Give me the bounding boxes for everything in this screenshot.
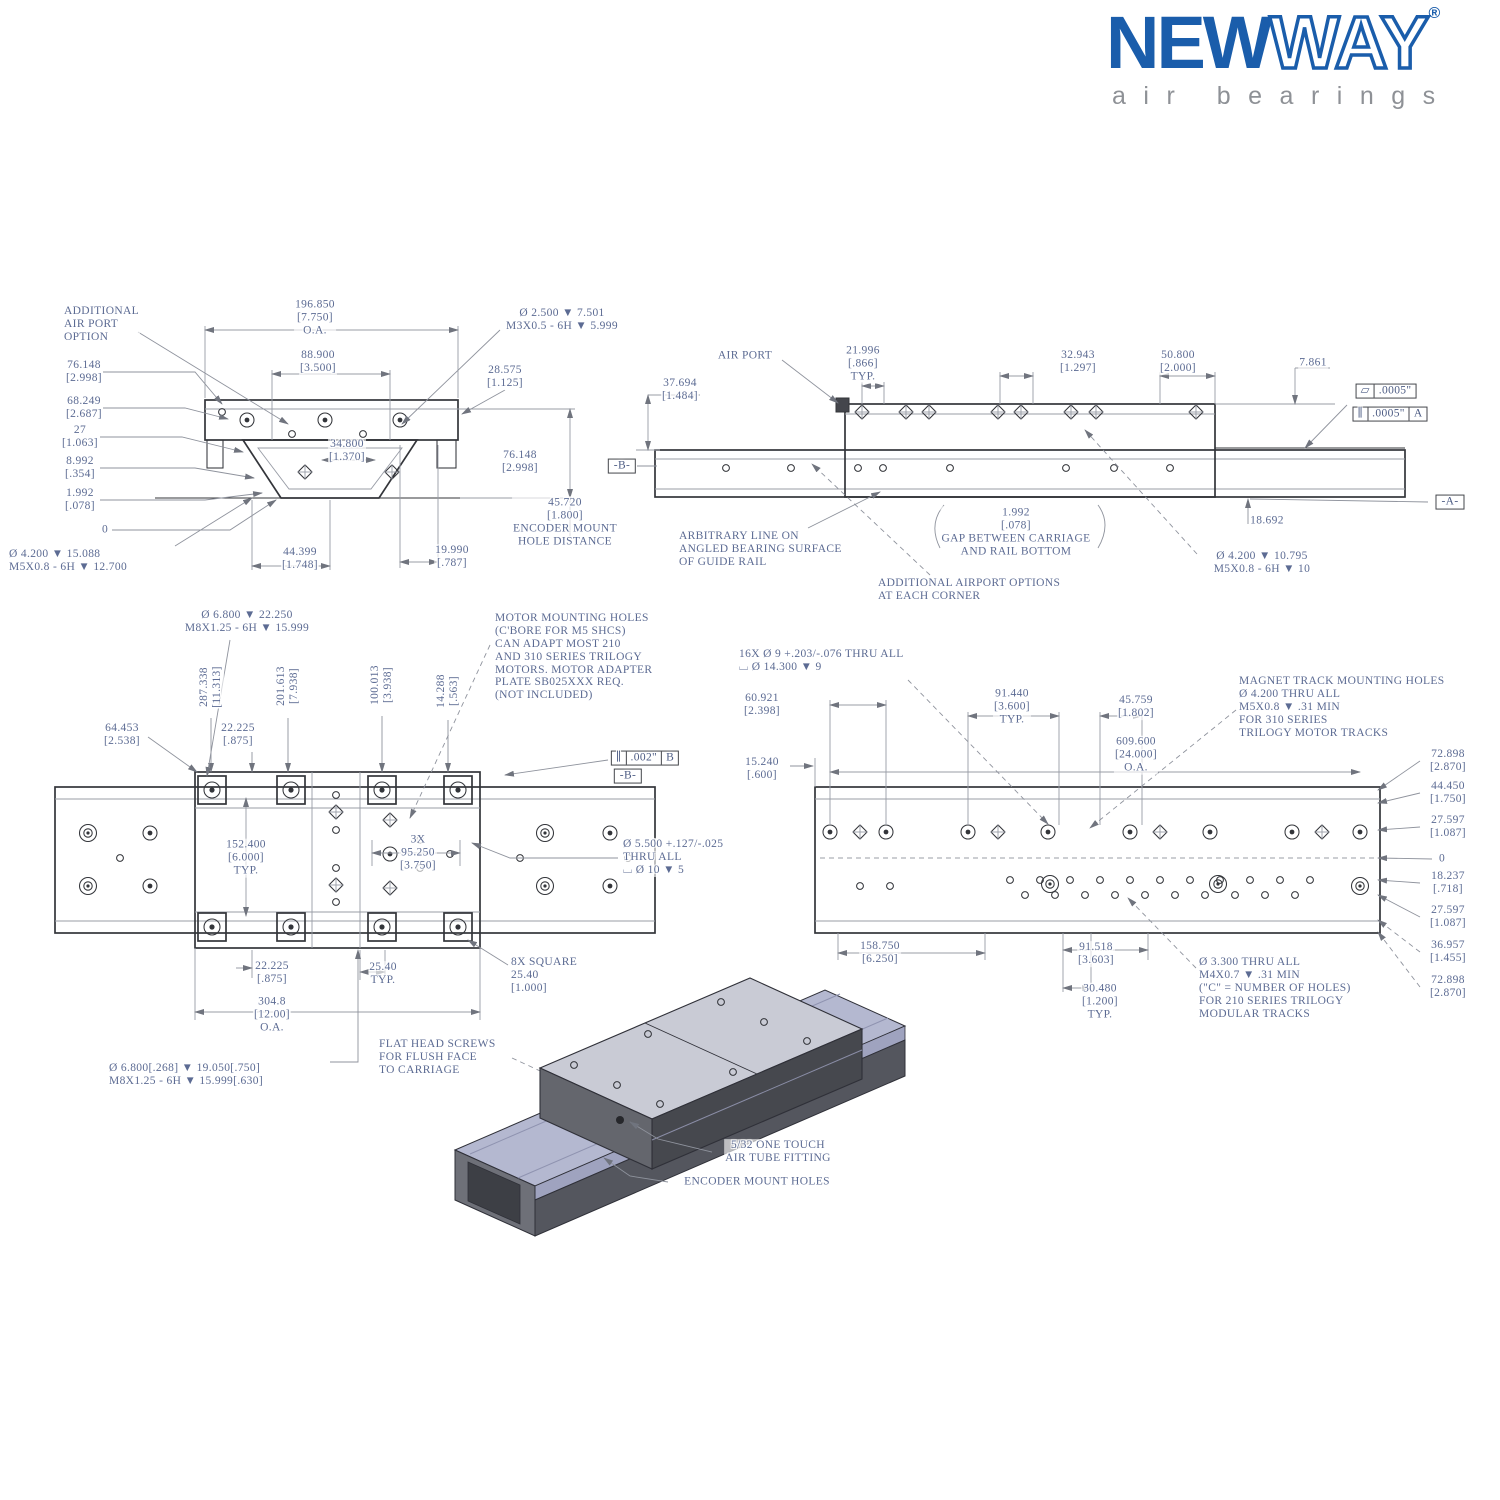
logo-text-way: WAY [1268,1,1431,84]
view-track-plan [790,679,1433,992]
logo-wordmark: NEWWAY® [1106,4,1486,82]
logo-tagline: air bearings [1112,82,1453,110]
registered-trademark-icon: ® [1428,5,1441,22]
view-side [636,359,1429,576]
isometric-view [453,977,907,1237]
logo-text-new: NEW [1106,1,1273,84]
view-carriage-plan [54,639,656,1105]
view-front [100,326,575,570]
newway-logo: NEWWAY® air bearings [1106,4,1486,111]
